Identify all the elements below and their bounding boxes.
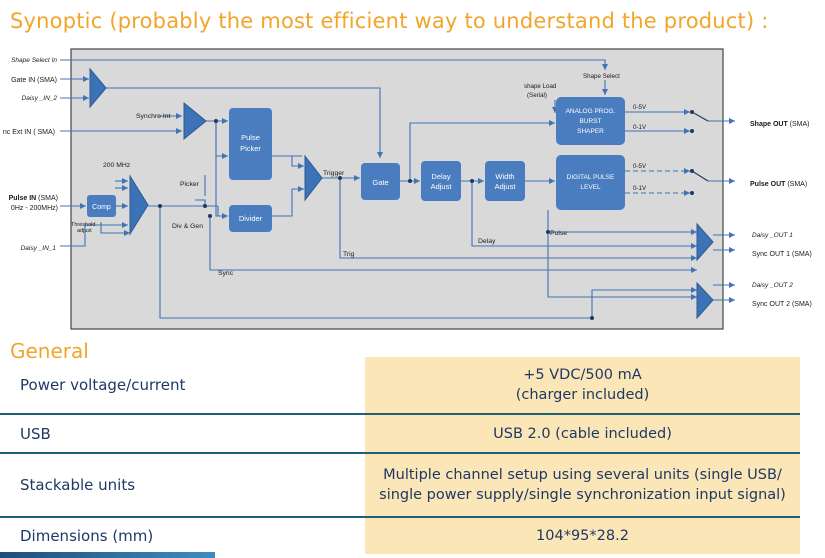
svg-text:ANALOG PROG.: ANALOG PROG. xyxy=(566,108,616,115)
pulse-picker-block: Pulse Picker xyxy=(229,108,272,180)
trigger-label: Trigger xyxy=(323,170,345,177)
picker-label: Picker xyxy=(180,181,200,188)
width-adjust-block: Width Adjust xyxy=(485,161,525,201)
svg-text:Gate: Gate xyxy=(372,178,388,187)
shape-out-label: Shape OUT (SMA) xyxy=(750,121,810,128)
spec-value: Multiple channel setup using several uni… xyxy=(365,453,800,517)
svg-text:DIGITAL PULSE: DIGITAL PULSE xyxy=(567,174,615,181)
svg-text:SHAPER: SHAPER xyxy=(577,128,604,135)
daisy-in-2-label: Daisy _IN_2 xyxy=(22,95,58,102)
general-section-title: General xyxy=(10,339,89,363)
daisy-out-1-label: Daisy _OUT 1 xyxy=(752,232,793,239)
pulse-out-label: Pulse OUT (SMA) xyxy=(750,181,807,188)
svg-text:0-5V: 0-5V xyxy=(633,104,647,111)
pulse-in-range-label: 0Hz - 200MHz) xyxy=(11,205,58,212)
spec-label: Dimensions (mm) xyxy=(20,527,154,545)
output-switches xyxy=(691,111,709,182)
svg-text:0-5V: 0-5V xyxy=(633,163,647,170)
delay-adjust-block: Delay Adjust xyxy=(421,161,461,201)
table-row: Stackable units Multiple channel setup u… xyxy=(0,453,800,517)
svg-text:0-1V: 0-1V xyxy=(633,124,647,131)
gate-in-label: Gate IN (SMA) xyxy=(11,77,57,84)
table-row: Power voltage/current +5 VDC/500 mA(char… xyxy=(0,357,800,414)
spec-value: +5 VDC/500 mA(charger included) xyxy=(365,357,800,414)
synchro-int-label: Synchro Int xyxy=(136,113,170,120)
svg-text:Comp: Comp xyxy=(92,204,111,211)
sync-ext-in-label: nc Ext IN ( SMA) xyxy=(3,129,55,136)
shape-select-label: Shape Select xyxy=(583,73,620,80)
table-row: USB USB 2.0 (cable included) xyxy=(0,414,800,453)
triangle-buffers xyxy=(89,67,714,320)
svg-text:Width: Width xyxy=(495,172,514,181)
divider-block: Divider xyxy=(229,205,272,232)
pulse-label: Pulse xyxy=(550,230,567,237)
threshold-adjust-label: adjust xyxy=(77,228,92,234)
sync-out-2-label: Sync OUT 2 (SMA) xyxy=(752,301,812,308)
threshold-label: Threshold xyxy=(71,222,95,228)
input-labels: Shape Select In Gate IN (SMA) Daisy _IN_… xyxy=(3,57,58,252)
svg-text:LEVEL: LEVEL xyxy=(580,184,601,191)
pulse-in-label: Pulse IN (SMA) xyxy=(9,195,58,202)
comp-block: Comp xyxy=(87,195,116,217)
svg-text:Adjust: Adjust xyxy=(495,182,517,191)
sync-label: Sync xyxy=(218,270,234,277)
delay-label: Delay xyxy=(478,238,496,245)
specs-table: Power voltage/current +5 VDC/500 mA(char… xyxy=(0,357,800,554)
shape-select-in-label: Shape Select In xyxy=(11,57,57,64)
svg-text:Picker: Picker xyxy=(240,144,261,153)
daisy-out-2-label: Daisy _OUT 2 xyxy=(752,282,793,289)
svg-text:0-1V: 0-1V xyxy=(633,185,647,192)
spec-label: Stackable units xyxy=(20,476,136,494)
svg-text:Pulse: Pulse xyxy=(241,133,260,142)
svg-text:Delay: Delay xyxy=(431,172,450,181)
sync-out-1-label: Sync OUT 1 (SMA) xyxy=(752,251,812,258)
shape-load-label: shape Load xyxy=(524,83,557,90)
footer-accent-bar xyxy=(0,552,215,558)
signal-wires xyxy=(60,59,735,319)
spec-value: 104*95*28.2 xyxy=(365,517,800,554)
spec-label: USB xyxy=(20,424,51,443)
trig-label: Trig xyxy=(343,251,355,258)
internal-labels: Synchro Int 200 MHz Picker Div & Gen Thr… xyxy=(71,73,647,277)
analog-burst-shaper-block: ANALOG PROG. BURST SHAPER xyxy=(556,97,625,145)
daisy-in-1-label: Daisy _IN_1 xyxy=(21,245,57,252)
table-row: Dimensions (mm) 104*95*28.2 xyxy=(0,517,800,554)
spec-label: Power voltage/current xyxy=(20,376,186,394)
svg-text:BURST: BURST xyxy=(579,118,601,125)
mhz-label: 200 MHz xyxy=(103,162,131,169)
page-title: Synoptic (probably the most efficient wa… xyxy=(10,9,769,33)
shape-load-serial-label: (Serial) xyxy=(527,92,547,99)
junction-dots xyxy=(158,110,694,320)
gate-block: Gate xyxy=(361,163,400,200)
svg-text:Adjust: Adjust xyxy=(431,182,453,191)
block-diagram: Comp Pulse Picker Divider Gate Delay Adj… xyxy=(3,48,812,330)
div-gen-label: Div & Gen xyxy=(172,223,203,230)
spec-value: USB 2.0 (cable included) xyxy=(365,414,800,453)
svg-text:Divider: Divider xyxy=(239,214,263,223)
digital-pulse-level-block: DIGITAL PULSE LEVEL xyxy=(556,155,625,210)
output-labels: Shape OUT (SMA) Pulse OUT (SMA) Daisy _O… xyxy=(750,121,812,308)
